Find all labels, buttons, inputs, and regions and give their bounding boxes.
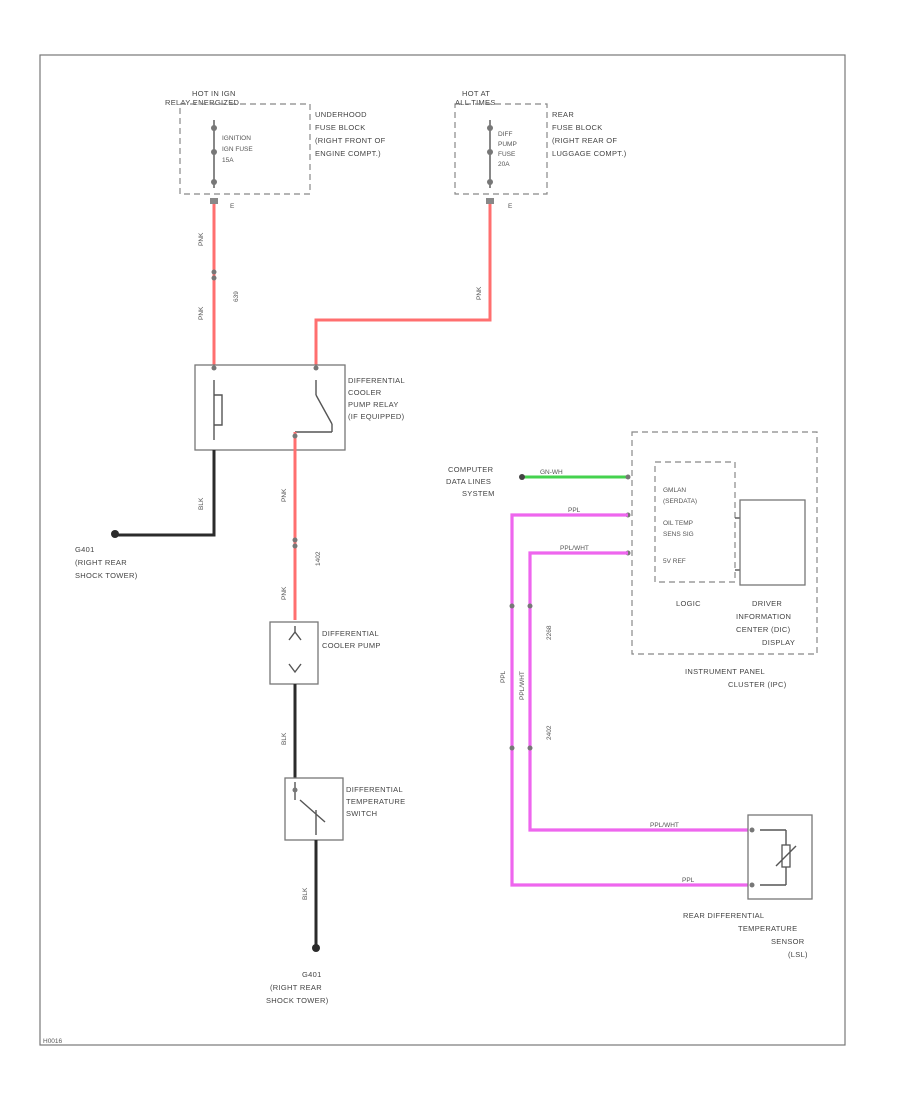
svg-text:INSTRUMENT PANEL: INSTRUMENT PANEL (685, 667, 765, 676)
svg-text:DIFFERENTIAL: DIFFERENTIAL (346, 785, 403, 794)
svg-text:FUSE BLOCK: FUSE BLOCK (552, 123, 603, 132)
svg-text:INFORMATION: INFORMATION (736, 612, 791, 621)
svg-text:2268: 2268 (546, 625, 553, 640)
red-feed-wires: PNK PNK 639 PNK (198, 198, 494, 365)
svg-text:DIFF: DIFF (498, 131, 512, 138)
differential-temperature-switch: DIFFERENTIAL TEMPERATURE SWITCH (284, 777, 405, 841)
svg-text:639: 639 (233, 291, 240, 302)
diagram-code: H0016 (43, 1038, 63, 1045)
svg-text:BLK: BLK (281, 732, 288, 745)
rear-differential-temperature-sensor: REAR DIFFERENTIAL TEMPERATURE SENSOR (LS… (683, 814, 813, 959)
svg-text:SYSTEM: SYSTEM (462, 489, 495, 498)
svg-text:CLUSTER (IPC): CLUSTER (IPC) (728, 680, 787, 689)
svg-text:IGN FUSE: IGN FUSE (222, 146, 253, 153)
svg-text:REAR DIFFERENTIAL: REAR DIFFERENTIAL (683, 911, 764, 920)
svg-text:LUGGAGE COMPT.): LUGGAGE COMPT.) (552, 149, 627, 158)
svg-text:2402: 2402 (546, 725, 553, 740)
svg-text:SENSOR: SENSOR (771, 937, 805, 946)
svg-text:SHOCK TOWER): SHOCK TOWER) (266, 996, 329, 1005)
svg-text:(RIGHT REAR: (RIGHT REAR (75, 558, 127, 567)
pump-to-switch-wire: BLK (281, 684, 297, 780)
instrument-panel-cluster: GMLAN (SERDATA) OIL TEMP SENS SIG 5V REF… (625, 431, 818, 689)
svg-text:FUSE: FUSE (498, 151, 516, 158)
svg-text:PNK: PNK (281, 488, 288, 502)
svg-text:HOT AT: HOT AT (462, 89, 490, 98)
svg-text:BLK: BLK (302, 887, 309, 900)
svg-text:CENTER (DIC): CENTER (DIC) (736, 625, 791, 634)
svg-text:TEMPERATURE: TEMPERATURE (346, 797, 405, 806)
differential-cooler-pump: DIFFERENTIAL COOLER PUMP (269, 621, 381, 685)
svg-text:DRIVER: DRIVER (752, 599, 782, 608)
svg-text:15A: 15A (222, 157, 234, 164)
svg-text:(RIGHT FRONT OF: (RIGHT FRONT OF (315, 136, 386, 145)
svg-text:SWITCH: SWITCH (346, 809, 377, 818)
svg-text:DATA LINES: DATA LINES (446, 477, 491, 486)
svg-text:20A: 20A (498, 161, 510, 168)
svg-text:UNDERHOOD: UNDERHOOD (315, 110, 367, 119)
svg-text:PUMP RELAY: PUMP RELAY (348, 400, 399, 409)
svg-text:(LSL): (LSL) (788, 950, 808, 959)
cooler-pump-relay: DIFFERENTIAL COOLER PUMP RELAY (IF EQUIP… (194, 364, 405, 451)
svg-text:PNK: PNK (198, 232, 205, 246)
svg-text:PPL/WHT: PPL/WHT (519, 671, 526, 700)
svg-text:COOLER PUMP: COOLER PUMP (322, 641, 381, 650)
svg-text:FUSE BLOCK: FUSE BLOCK (315, 123, 366, 132)
svg-text:OIL TEMP: OIL TEMP (663, 520, 693, 527)
svg-text:RELAY ENERGIZED: RELAY ENERGIZED (165, 98, 240, 107)
svg-text:PPL: PPL (682, 877, 695, 884)
svg-text:(SERDATA): (SERDATA) (663, 498, 697, 505)
diagram-frame (39, 54, 846, 1046)
sensor-wires: PPL PPL/WHT PPL PPL/WHT 2268 2402 PPL/WH… (500, 507, 750, 887)
relay-to-pump-wire: PNK PNK 1402 (281, 432, 322, 620)
svg-text:DIFFERENTIAL: DIFFERENTIAL (348, 376, 405, 385)
svg-text:(RIGHT REAR OF: (RIGHT REAR OF (552, 136, 617, 145)
svg-text:(IF EQUIPPED): (IF EQUIPPED) (348, 412, 405, 421)
svg-text:PPL: PPL (568, 507, 581, 514)
svg-text:PNK: PNK (476, 286, 483, 300)
svg-text:HOT IN IGN: HOT IN IGN (192, 89, 236, 98)
svg-text:COMPUTER: COMPUTER (448, 465, 494, 474)
svg-text:GMLAN: GMLAN (663, 487, 686, 494)
svg-text:PPL: PPL (500, 670, 507, 683)
svg-text:5V REF: 5V REF (663, 558, 686, 565)
svg-text:1402: 1402 (315, 551, 322, 566)
switch-ground-wire: BLK G401 (RIGHT REAR SHOCK TOWER) (266, 840, 329, 1005)
svg-text:ALL TIMES: ALL TIMES (455, 98, 496, 107)
ignition-fuse: HOT IN IGN RELAY ENERGIZED IGNITION IGN … (165, 89, 386, 210)
svg-text:SHOCK TOWER): SHOCK TOWER) (75, 571, 138, 580)
svg-text:PNK: PNK (281, 586, 288, 600)
diff-pump-fuse: HOT AT ALL TIMES DIFF PUMP FUSE 20A REAR… (454, 89, 627, 210)
svg-text:DIFFERENTIAL: DIFFERENTIAL (322, 629, 379, 638)
svg-text:BLK: BLK (198, 497, 205, 510)
svg-text:GN-WH: GN-WH (540, 469, 563, 476)
relay-ground-wire: BLK G401 (RIGHT REAR SHOCK TOWER) (75, 450, 216, 580)
svg-text:E: E (230, 203, 235, 210)
computer-data-lines: COMPUTER DATA LINES SYSTEM GN-WH (446, 465, 628, 498)
svg-text:(RIGHT REAR: (RIGHT REAR (270, 983, 322, 992)
svg-text:LOGIC: LOGIC (676, 599, 701, 608)
svg-text:COOLER: COOLER (348, 388, 382, 397)
svg-text:G401: G401 (75, 545, 95, 554)
svg-text:REAR: REAR (552, 110, 574, 119)
svg-text:E: E (508, 203, 513, 210)
svg-text:PPL/WHT: PPL/WHT (560, 545, 589, 552)
svg-text:SENS SIG: SENS SIG (663, 531, 694, 538)
svg-text:PNK: PNK (198, 306, 205, 320)
svg-text:TEMPERATURE: TEMPERATURE (738, 924, 797, 933)
svg-text:G401: G401 (302, 970, 322, 979)
svg-text:PPL/WHT: PPL/WHT (650, 822, 679, 829)
svg-text:IGNITION: IGNITION (222, 135, 251, 142)
svg-text:DISPLAY: DISPLAY (762, 638, 795, 647)
svg-text:ENGINE COMPT.): ENGINE COMPT.) (315, 149, 381, 158)
svg-text:PUMP: PUMP (498, 141, 517, 148)
